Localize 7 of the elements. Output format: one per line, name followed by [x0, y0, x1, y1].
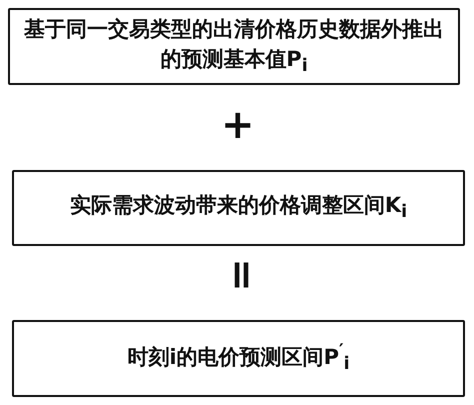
- process-box: [12, 320, 465, 397]
- box-text: 基于同一交易类型的出清价格历史数据外推出的预测基本值P$_{i}$: [23, 16, 445, 78]
- process-box: [8, 8, 460, 85]
- equals-sign: =: [222, 258, 262, 292]
- plus-sign: +: [221, 105, 255, 145]
- process-box: [12, 170, 465, 246]
- box-text: 实际需求波动带来的价格调整区间K$_{i}$: [68, 192, 408, 224]
